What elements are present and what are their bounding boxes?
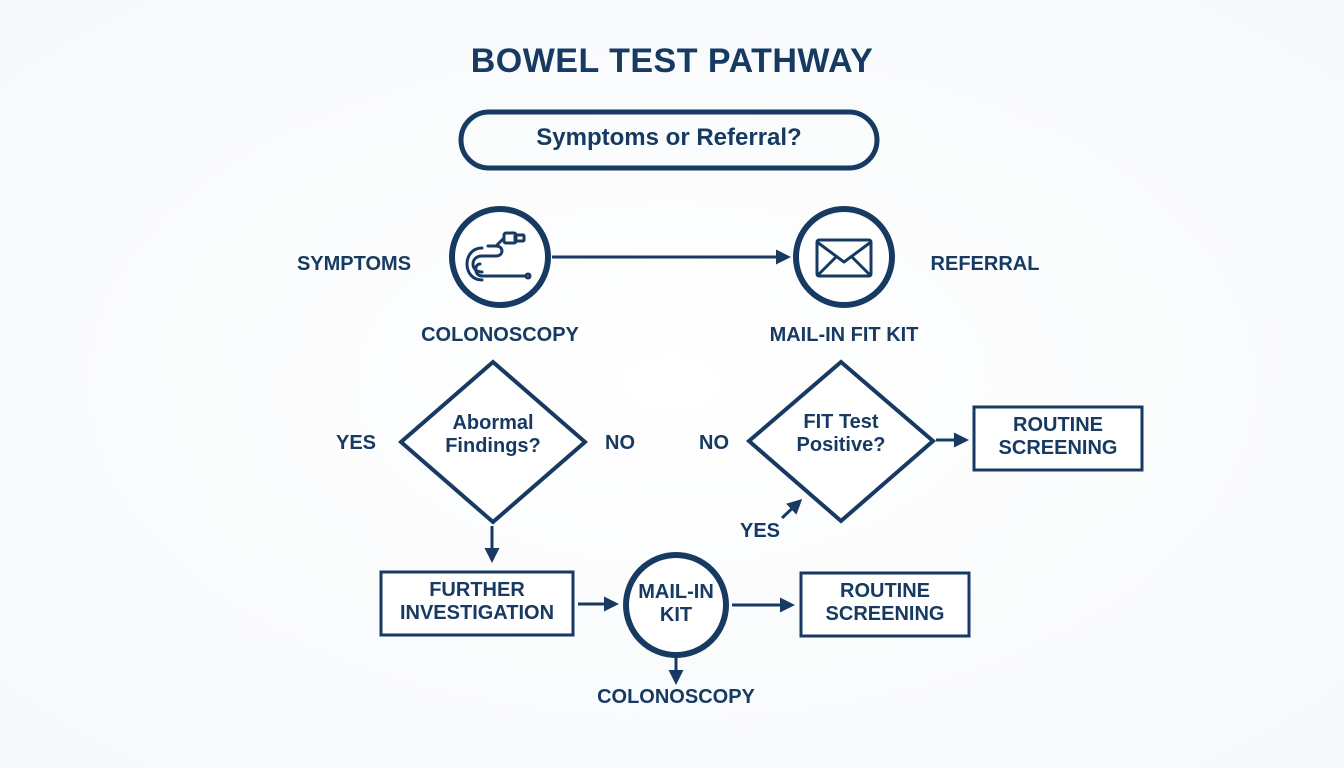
colonoscopy-caption: COLONOSCOPY (421, 324, 579, 346)
mail-in-kit-line2: KIT (659, 604, 693, 626)
box-further-investigation (379, 570, 575, 637)
further-line2: INVESTIGATION (399, 602, 555, 624)
decision-diamond-findings (397, 359, 589, 525)
routine-bottom-line2: SCREENING (825, 603, 945, 625)
mail-in-kit-circle (623, 552, 729, 658)
routine-bottom-line1: ROUTINE (840, 580, 930, 602)
decision-fit-text: FIT Test Positive? (766, 411, 916, 457)
decision-fit-line1: FIT Test (803, 411, 879, 433)
symptoms-label: SYMPTOMS (296, 253, 412, 275)
box-routine-screening-bottom (799, 571, 971, 638)
routine-screening-top-text: ROUTINE SCREENING (974, 414, 1142, 460)
arrow-yes-to-fit (780, 498, 803, 520)
mail-circle (793, 206, 895, 308)
mail-in-kit-line1: MAIL-IN (638, 581, 714, 603)
decision-findings-line2: Findings? (445, 435, 541, 457)
routine-screening-bottom-text: ROUTINE SCREENING (801, 580, 969, 626)
box-routine-screening-top (972, 405, 1144, 472)
decision-diamond-fit (745, 359, 937, 524)
page-title: BOWEL TEST PATHWAY (470, 42, 874, 80)
further-line1: FURTHER (429, 579, 525, 601)
routine-top-line2: SCREENING (998, 437, 1118, 459)
question-pill (458, 109, 880, 171)
fit-yes-label: YES (739, 520, 781, 542)
referral-label: REFERRAL (930, 253, 1040, 275)
colonoscopy-circle (449, 206, 551, 308)
findings-yes-label: YES (335, 432, 377, 454)
bottom-colonoscopy-caption: COLONOSCOPY (597, 686, 755, 708)
envelope-icon (815, 238, 873, 278)
fit-no-label: NO (699, 432, 729, 454)
decision-findings-text: Abormal Findings? (418, 412, 568, 458)
colonoscope-icon (465, 231, 532, 282)
question-text: Symptoms or Referral? (536, 124, 802, 151)
mail-in-kit-text: MAIL-IN KIT (626, 581, 726, 627)
decision-findings-line1: Abormal (452, 412, 534, 434)
decision-fit-line2: Positive? (796, 434, 886, 456)
findings-no-label: NO (605, 432, 635, 454)
routine-top-line1: ROUTINE (1013, 414, 1103, 436)
mail-in-fit-kit-caption: MAIL-IN FIT KIT (769, 324, 919, 346)
further-investigation-text: FURTHER INVESTIGATION (381, 579, 573, 625)
